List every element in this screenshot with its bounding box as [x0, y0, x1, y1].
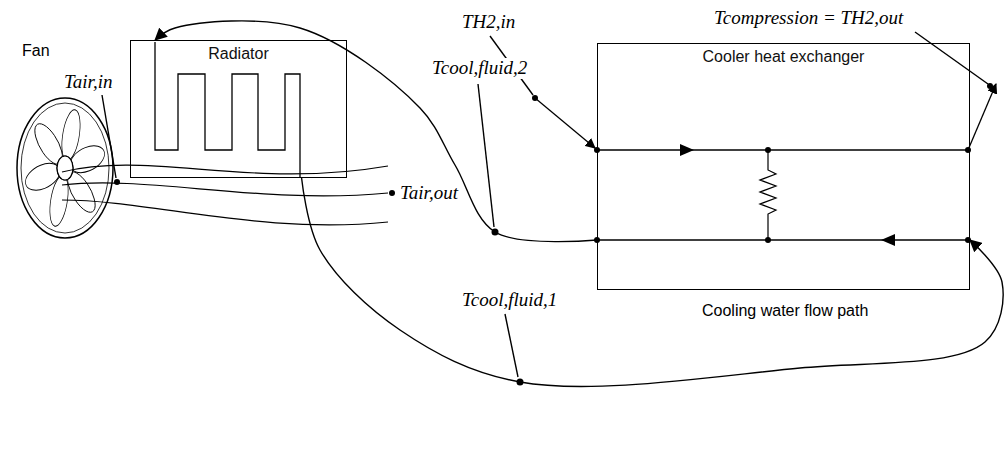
fan-blade [47, 173, 72, 229]
leader-line [478, 84, 494, 227]
water-line [597, 239, 968, 240]
temperature-label: Tair,out [398, 183, 460, 204]
measure-dot [532, 95, 538, 101]
air-flow-line [62, 183, 388, 196]
temperature-label: Tcool,fluid,2 [430, 58, 529, 79]
fan-label: Fan [20, 42, 52, 60]
measure-dot [987, 83, 993, 89]
leader-line [102, 95, 116, 178]
temperature-label: TH2,in [460, 12, 517, 33]
fan-rim-inner [21, 103, 109, 233]
temperature-label: Tcompression = TH2,out [712, 8, 905, 29]
hydrogen-outlet [968, 84, 996, 150]
box-title: Radiator [131, 41, 346, 63]
measure-dot [114, 179, 120, 185]
flow-arrowhead [881, 234, 895, 246]
temperature-label: Tair,in [62, 72, 114, 93]
box-title: Cooler heat exchanger [598, 44, 969, 66]
node-dot [765, 147, 771, 153]
radiator-box: Radiator [130, 40, 347, 178]
fan-hub [57, 156, 73, 180]
fan-symbol [17, 98, 113, 238]
fan-blades [23, 107, 106, 229]
flow-arrowhead [680, 144, 694, 156]
fan-hub [57, 156, 73, 180]
resistor-symbol [760, 150, 776, 240]
flow-path-label: Cooling water flow path [700, 302, 870, 320]
fan-rim [17, 98, 113, 238]
air-flow-line [62, 200, 388, 225]
measure-dot [389, 190, 395, 196]
hydrogen-inlet [535, 98, 595, 148]
node-dot [765, 237, 771, 243]
leader-line [505, 314, 518, 377]
hydrogen-line [597, 149, 968, 150]
heat-exchanger-box: Cooler heat exchanger [597, 43, 970, 290]
coolant-pipe [302, 178, 1004, 386]
temperature-label: Tcool,fluid,1 [460, 290, 559, 311]
leader-line [915, 32, 988, 84]
air-flow-line [62, 165, 388, 174]
radiator-tubes [155, 42, 300, 178]
